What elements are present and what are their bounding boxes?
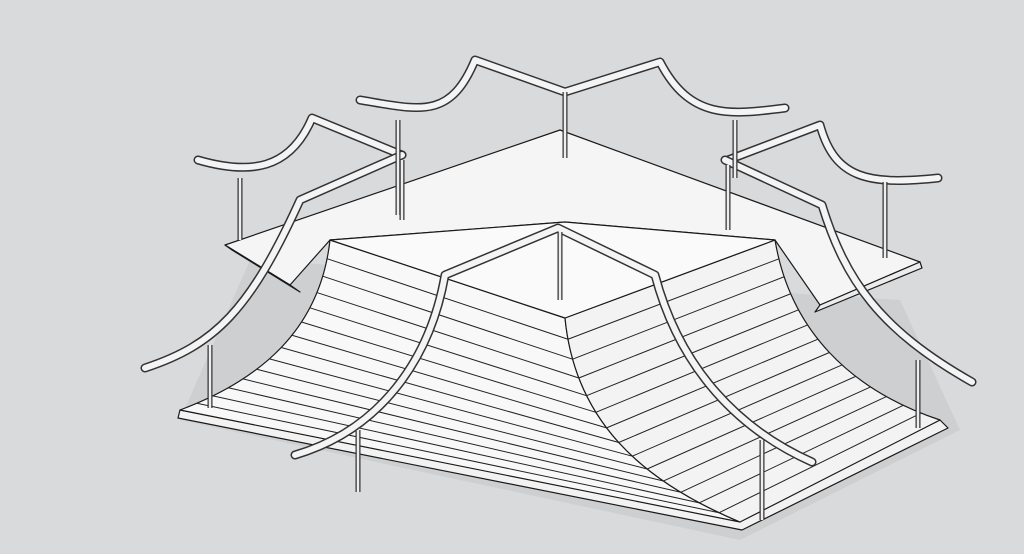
slat-line bbox=[212, 395, 700, 504]
slat-line bbox=[228, 387, 681, 493]
slat-line bbox=[567, 258, 780, 340]
slat-line bbox=[256, 368, 648, 470]
slat-line bbox=[322, 275, 573, 360]
slat-line bbox=[586, 309, 799, 397]
slat-line bbox=[718, 412, 922, 514]
slat-line bbox=[269, 358, 633, 457]
slat-line bbox=[196, 402, 720, 514]
handrail-highlight bbox=[725, 122, 941, 184]
slat-line bbox=[326, 258, 569, 340]
handrail-highlight bbox=[292, 225, 815, 465]
slat-line bbox=[291, 334, 607, 429]
slat-line bbox=[578, 293, 791, 379]
back-deck-rim-right bbox=[814, 261, 923, 313]
handrail-highlight bbox=[195, 115, 405, 171]
handrail-highlight bbox=[142, 152, 405, 371]
slat-line bbox=[242, 378, 664, 482]
front-block-deck bbox=[329, 221, 776, 319]
slat-line bbox=[301, 321, 596, 413]
right-ramp-surface bbox=[564, 239, 941, 523]
handrail-highlight bbox=[722, 157, 975, 385]
slat-line bbox=[316, 292, 579, 379]
handrails bbox=[140, 55, 977, 520]
slat-line bbox=[281, 347, 619, 443]
slat-line bbox=[572, 276, 785, 360]
slat-line bbox=[309, 307, 587, 397]
